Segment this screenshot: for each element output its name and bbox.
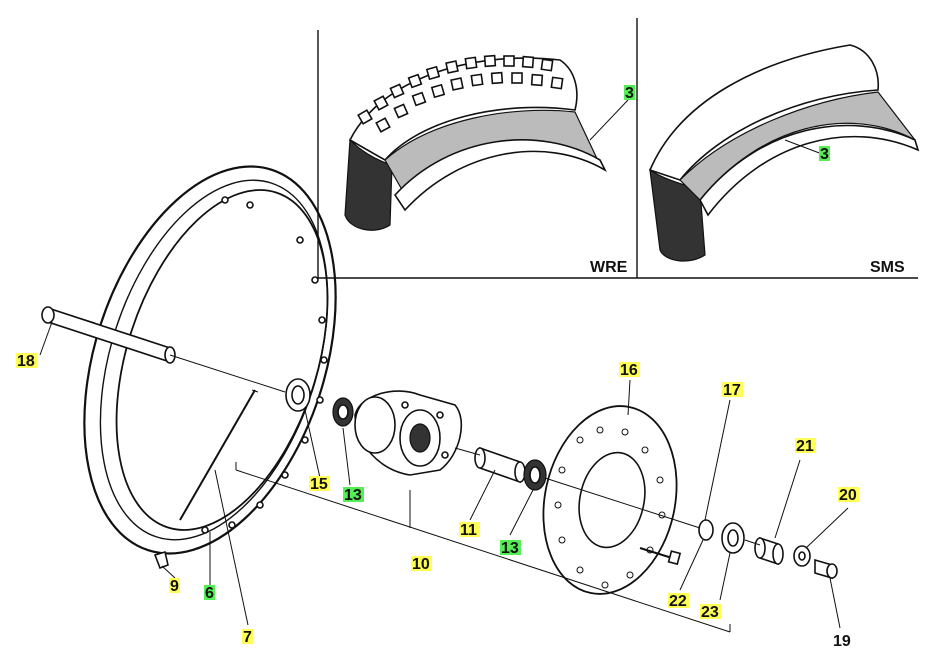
callout-19: 19 [833, 633, 851, 650]
callout-17: 17 [722, 382, 743, 399]
svg-text:7: 7 [243, 629, 252, 646]
svg-text:20: 20 [839, 487, 857, 504]
callout-7: 7 [242, 629, 253, 646]
callout-23: 23 [700, 604, 721, 621]
washer-20 [793, 545, 811, 567]
callout-15: 15 [309, 476, 330, 493]
svg-text:23: 23 [701, 604, 719, 621]
seal-15 [285, 378, 311, 412]
svg-text:13: 13 [344, 487, 362, 504]
callout-9: 9 [169, 578, 180, 595]
callout-21: 21 [795, 438, 816, 455]
hub [354, 390, 463, 476]
spoke-nipple [153, 550, 169, 570]
sms-tire-illustration [648, 44, 920, 262]
svg-text:9: 9 [170, 578, 179, 595]
bearing-13b [523, 459, 547, 491]
svg-text:3: 3 [625, 85, 634, 102]
svg-text:13: 13 [501, 540, 519, 557]
svg-text:3: 3 [820, 146, 829, 163]
svg-text:6: 6 [205, 585, 214, 602]
svg-text:19: 19 [833, 633, 851, 650]
callout-16: 16 [619, 362, 640, 379]
callout-3a: 3 [624, 85, 635, 102]
callout-13a: 13 [343, 487, 364, 504]
callout-10: 10 [411, 556, 432, 573]
wre-tire-illustration [344, 54, 629, 231]
assembly-axis [454, 447, 761, 546]
hub-assembly-bracket [235, 462, 731, 633]
spacer-21 [754, 536, 784, 566]
bearing-13a [332, 397, 354, 427]
svg-text:11: 11 [460, 522, 477, 539]
leader-lines [39, 321, 849, 629]
spoke [179, 389, 259, 521]
callout-22: 22 [668, 593, 689, 610]
knob-pattern [357, 54, 564, 133]
disc-bolt [639, 547, 682, 566]
svg-text:18: 18 [17, 353, 35, 370]
svg-text:17: 17 [723, 382, 741, 399]
callout-6: 6 [204, 585, 215, 602]
panel-label-sms: SMS [870, 259, 905, 276]
svg-text:22: 22 [669, 593, 687, 610]
svg-text:15: 15 [310, 476, 328, 493]
axle-bolt-19 [814, 558, 838, 580]
circlip-17 [698, 519, 714, 541]
spoke-holes [201, 196, 328, 534]
svg-text:16: 16 [620, 362, 638, 379]
brake-disc [542, 405, 678, 595]
panel-label-wre: WRE [590, 259, 628, 276]
svg-text:10: 10 [412, 556, 430, 573]
callout-13b: 13 [500, 540, 521, 557]
callout-20: 20 [838, 487, 859, 504]
svg-text:21: 21 [796, 438, 814, 455]
spacer-11 [474, 446, 526, 484]
axle [41, 306, 286, 393]
callout-18: 18 [16, 353, 37, 370]
rim [83, 165, 337, 555]
seal-23 [721, 522, 745, 554]
callout-11: 11 [459, 522, 480, 539]
callout-3b: 3 [819, 146, 830, 163]
